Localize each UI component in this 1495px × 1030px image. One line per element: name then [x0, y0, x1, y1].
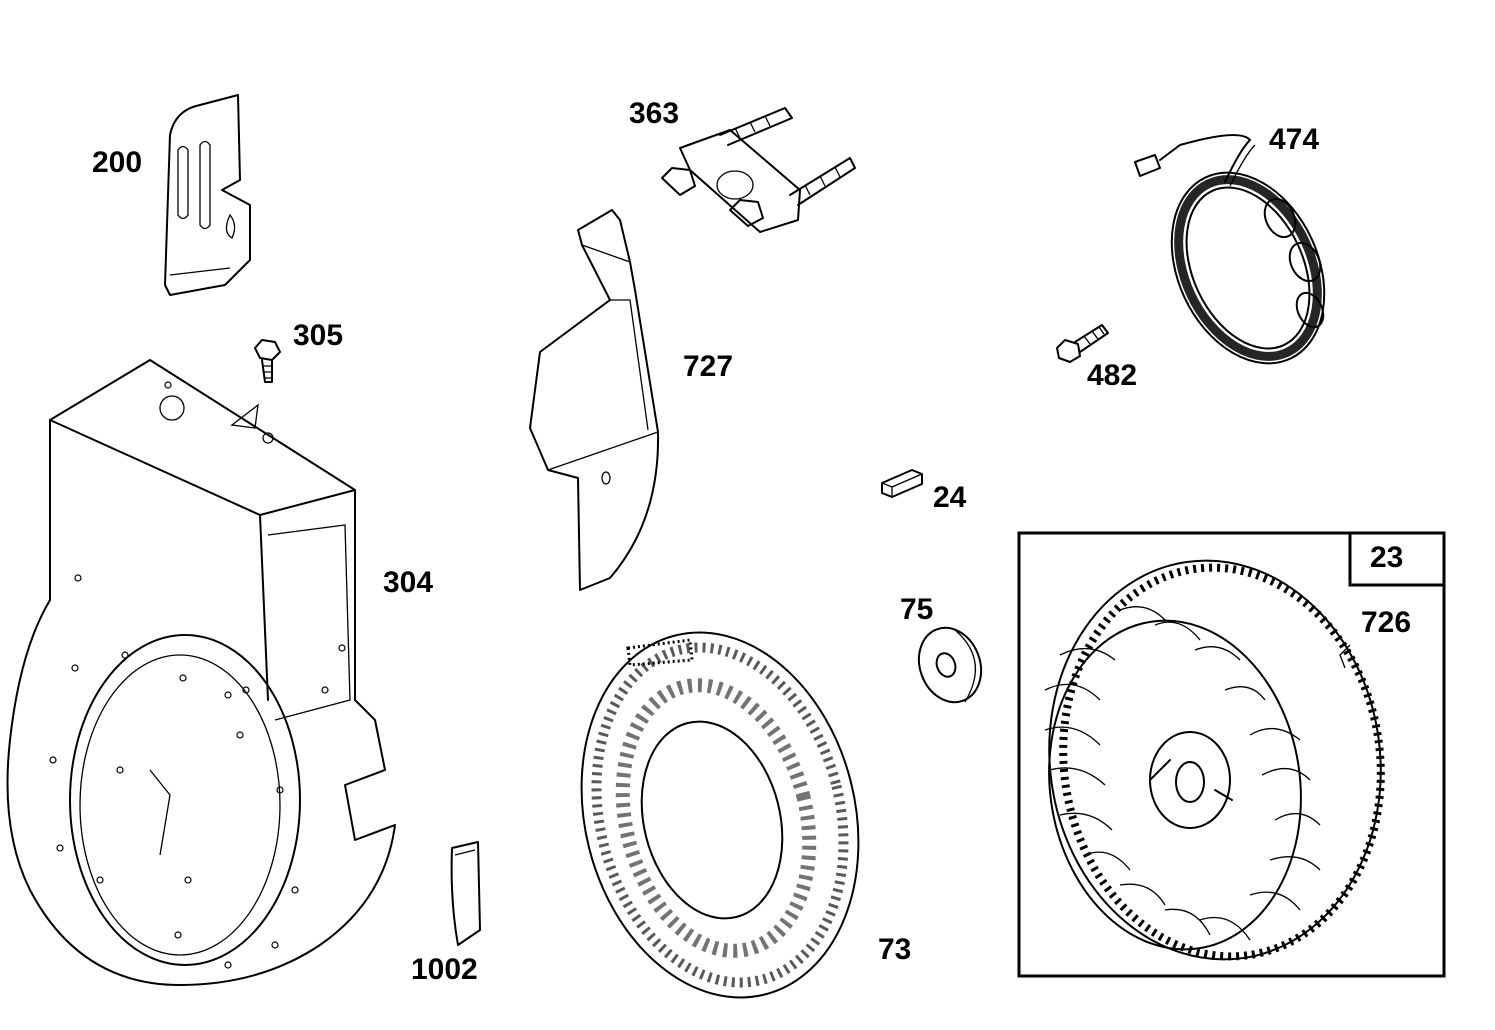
part-75-washer [917, 626, 983, 704]
callout-482: 482 [1087, 359, 1138, 392]
callout-200: 200 [92, 146, 143, 179]
callout-75: 75 [900, 593, 934, 626]
callout-1002: 1002 [411, 953, 478, 986]
callout-24: 24 [933, 481, 967, 514]
part-474-alternator [1134, 134, 1326, 365]
part-24-flywheel-key [881, 469, 923, 498]
callout-727: 727 [683, 350, 734, 383]
callout-726: 726 [1361, 606, 1412, 639]
part-363-flywheel-puller [661, 107, 856, 233]
part-73-rotating-screen [580, 631, 860, 999]
part-727-air-baffle [529, 209, 660, 591]
part-726-flywheel [1044, 559, 1385, 961]
kit-23-box [1017, 531, 1446, 978]
callout-23-kit: 23 [1370, 541, 1404, 574]
part-1002-clip [450, 841, 481, 946]
callout-73: 73 [878, 933, 912, 966]
part-482-screw [1056, 324, 1109, 363]
callout-305: 305 [293, 319, 344, 352]
callout-304: 304 [383, 566, 434, 599]
callout-363: 363 [629, 97, 680, 130]
callout-474: 474 [1269, 123, 1320, 156]
part-200-bracket [164, 94, 251, 296]
part-305-bolt [254, 339, 281, 383]
part-304-blower-housing [6, 359, 396, 986]
